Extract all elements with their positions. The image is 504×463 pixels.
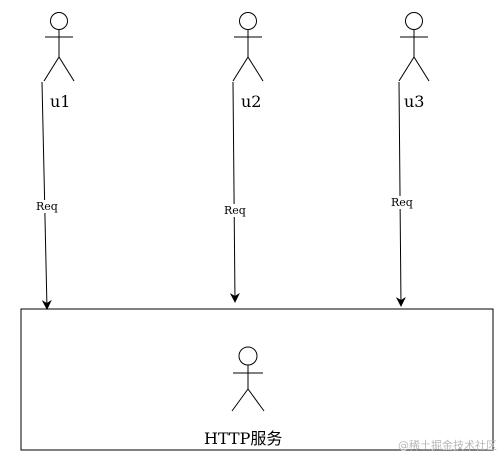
actor-u3-icon[interactable] xyxy=(398,12,430,82)
actor-u1-icon[interactable] xyxy=(43,12,75,82)
edge-u1-label: Req xyxy=(35,200,59,213)
edge-u3-label: Req xyxy=(390,196,414,209)
actor-u1-label: u1 xyxy=(50,92,71,111)
service-actor-icon xyxy=(231,346,265,412)
actor-u2-icon[interactable] xyxy=(232,12,264,82)
actor-u3-label: u3 xyxy=(404,92,425,111)
edge-u1-req-arrow[interactable] xyxy=(41,81,52,310)
edge-u3-req-arrow[interactable] xyxy=(395,81,406,307)
service-box[interactable] xyxy=(20,308,494,451)
watermark: @稀土掘金技术社区 xyxy=(398,439,497,452)
edge-u2-req-arrow[interactable] xyxy=(229,81,240,303)
actor-u2-label: u2 xyxy=(241,92,262,111)
service-label: HTTP服务 xyxy=(204,429,283,448)
edge-u2-label: Req xyxy=(223,204,247,217)
